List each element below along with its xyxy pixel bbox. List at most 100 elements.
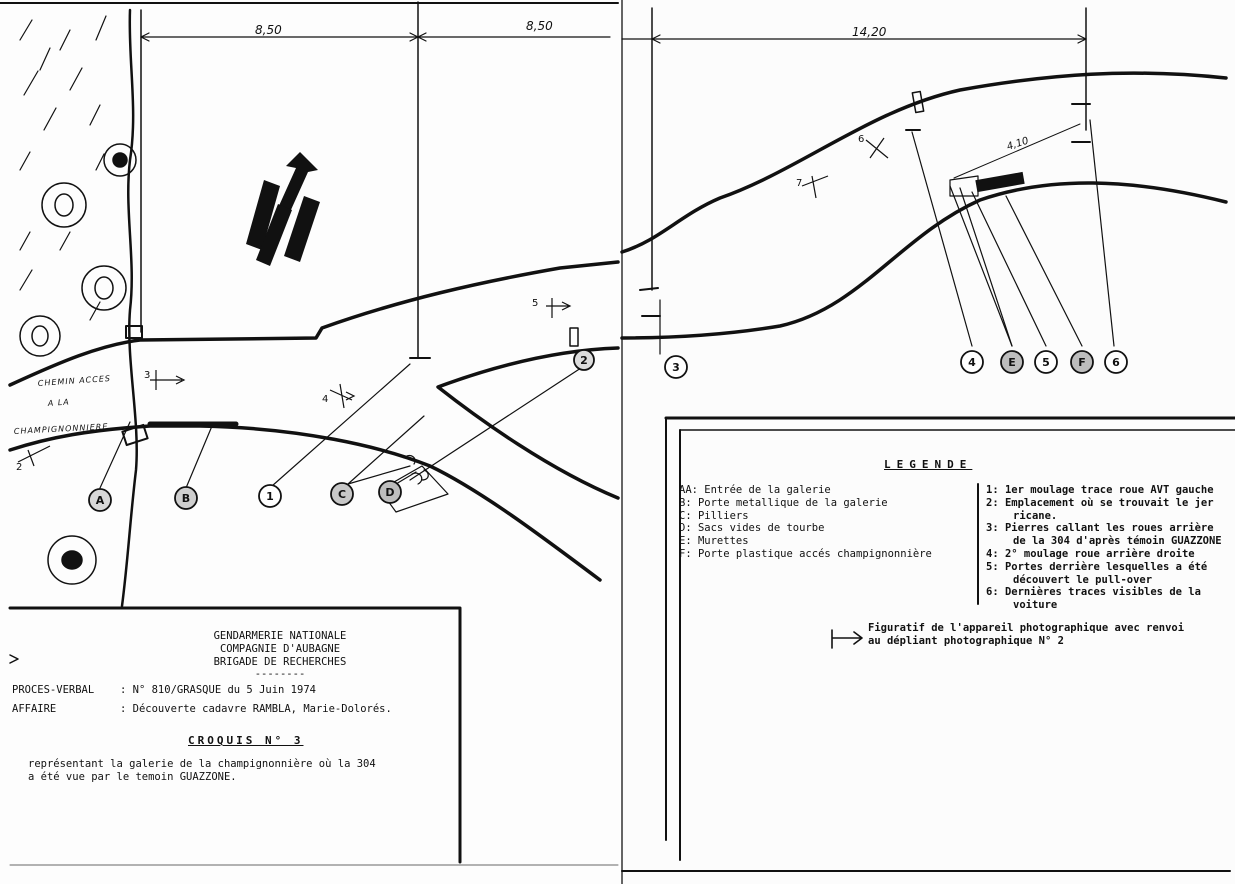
svg-text:7: 7 xyxy=(796,178,802,189)
camera-symbol-icon xyxy=(831,629,863,649)
title-block-frame xyxy=(8,606,462,864)
svg-text:6: 6 xyxy=(1112,356,1120,369)
title-header-3: BRIGADE DE RECHERCHES xyxy=(213,656,347,668)
legend-numbers: 1: 1er moulage trace roue AVT gauche 2: … xyxy=(986,484,1232,612)
gallery-wall-lower-right xyxy=(620,181,1228,340)
croquis-description: représentant la galerie de la champignon… xyxy=(28,758,376,783)
callout-C: C xyxy=(330,482,354,506)
affaire-value: : Découverte cadavre RAMBLA, Marie-Dolor… xyxy=(120,703,392,715)
affaire-label: AFFAIRE xyxy=(12,703,57,715)
svg-text:5: 5 xyxy=(1042,356,1050,369)
path-label-line3: CHAMPIGNONNIERE xyxy=(14,422,109,436)
title-header-1: GENDARMERIE NATIONALE xyxy=(213,630,347,642)
callout-3: 3 xyxy=(664,355,688,379)
entrance-marker xyxy=(121,423,149,447)
callout-leaders-right xyxy=(659,119,1115,355)
callout-B: B xyxy=(174,486,198,510)
croquis-title: CROQUIS N° 3 xyxy=(188,734,304,747)
legend-item-5-cont: découvert le pull-over xyxy=(1013,573,1153,586)
legend-item-6: 6: Dernières traces visibles de la xyxy=(986,586,1201,599)
vegetation-hatching xyxy=(19,15,107,321)
camera-note: Figuratif de l'appareil photographique a… xyxy=(868,622,1184,647)
dimension-small xyxy=(953,123,1081,179)
legend-item-6-cont: voiture xyxy=(1013,599,1058,612)
gallery-wall-upper-right xyxy=(620,71,1228,254)
svg-text:B: B xyxy=(182,492,190,505)
dimension-label-3: 14,20 xyxy=(852,25,887,39)
svg-text:A: A xyxy=(96,494,105,507)
wall-block-symbol xyxy=(975,171,1025,193)
svg-text:D: D xyxy=(385,486,394,499)
legend-item-c: C: Pilliers xyxy=(679,509,749,522)
path-label-line2: A LA xyxy=(47,397,71,408)
legend-item-a: AA: Entrée de la galerie xyxy=(679,484,831,496)
title-header-4: -------- xyxy=(254,668,306,680)
camera-marker-3: 2 xyxy=(16,445,51,473)
callout-D: D xyxy=(378,480,402,504)
callout-E: E xyxy=(1000,350,1024,374)
legend-item-2: 2: Emplacement où se trouvait le jer xyxy=(986,496,1214,509)
callout-leaders-left xyxy=(99,363,585,489)
affaire-row: AFFAIRE : Découverte cadavre RAMBLA, Mari… xyxy=(12,703,392,715)
pv-row: PROCES-VERBAL : N° 810/GRASQUE du 5 Juin … xyxy=(12,684,316,696)
path-label-line1: CHEMIN ACCES xyxy=(38,374,112,388)
legend-item-4: 4: 2° moulage roue arrière droite xyxy=(986,547,1195,560)
pv-value: : N° 810/GRASQUE du 5 Juin 1974 xyxy=(120,684,316,696)
svg-text:3: 3 xyxy=(144,370,150,381)
pv-label: PROCES-VERBAL xyxy=(12,684,95,696)
bush-symbols xyxy=(19,143,137,585)
legend-item-f: F: Porte plastique accés champignonnière xyxy=(679,547,932,560)
callout-5: 5 xyxy=(1034,350,1058,374)
svg-text:F: F xyxy=(1078,356,1086,369)
gallery-wall-lower-left xyxy=(8,424,602,582)
dimension-label-2: 8,50 xyxy=(526,19,553,33)
title-block: GENDARMERIE NATIONALE COMPAGNIE D'AUBAGN… xyxy=(10,612,460,862)
camera-marker-2: 3 xyxy=(144,370,186,390)
legend-item-d: D: Sacs vides de tourbe xyxy=(679,522,825,535)
svg-text:C: C xyxy=(338,488,346,501)
camera-note-line1: Figuratif de l'appareil photographique a… xyxy=(868,622,1185,634)
callout-1: 1 xyxy=(258,484,282,508)
legend-title: LEGENDE xyxy=(884,458,973,471)
svg-text:1: 1 xyxy=(266,490,274,503)
svg-text:4: 4 xyxy=(968,356,976,369)
camera-marker-6: 6 xyxy=(858,134,889,159)
legend-item-1: 1: 1er moulage trace roue AVT gauche xyxy=(986,484,1214,496)
svg-text:6: 6 xyxy=(858,134,864,145)
legend-letters: AA: Entrée de la galerie B: Porte metall… xyxy=(679,484,932,561)
terrain-boundary-line xyxy=(120,8,138,608)
legend-item-5: 5: Portes derrière lesquelles a été xyxy=(986,560,1208,573)
door-marker-right xyxy=(911,90,925,114)
callout-A: A xyxy=(88,488,112,512)
right-sheet xyxy=(622,0,1235,884)
callout-6: 6 xyxy=(1104,350,1128,374)
gallery-branch-wall xyxy=(436,346,620,500)
camera-note-line2: au dépliant photographique N° 2 xyxy=(868,634,1064,647)
legend-item-3-cont: de la 304 d'après témoin GUAZZONE xyxy=(1013,535,1222,548)
title-header-2: COMPAGNIE D'AUBAGNE xyxy=(219,643,341,655)
svg-text:E: E xyxy=(1008,356,1016,369)
gallery-wall-upper-left xyxy=(8,260,620,387)
svg-text:2: 2 xyxy=(580,354,588,367)
callout-4: 4 xyxy=(960,350,984,374)
entrance-marker-upper xyxy=(125,325,143,339)
north-arrow-icon xyxy=(246,152,320,266)
camera-marker-1: 4 xyxy=(322,383,356,409)
bags-zone-outline xyxy=(379,465,449,513)
pillar-marker xyxy=(569,327,579,347)
legend-item-b: B: Porte metallique de la galerie xyxy=(679,496,888,509)
dimension-label-1: 8,50 xyxy=(255,23,282,37)
legend-item-2-cont: ricane. xyxy=(1013,509,1058,522)
camera-marker-4: 5 xyxy=(532,298,572,318)
svg-text:4: 4 xyxy=(322,394,328,405)
svg-text:5: 5 xyxy=(532,298,538,309)
camera-marker-5: 7 xyxy=(796,175,829,199)
svg-text:2: 2 xyxy=(16,462,22,473)
callout-F: F xyxy=(1070,350,1094,374)
legend-item-e: E: Murettes xyxy=(679,535,749,548)
svg-text:3: 3 xyxy=(672,361,680,374)
legend-item-3: 3: Pierres callant les roues arrière xyxy=(986,522,1214,535)
callout-2: 2 xyxy=(573,349,595,371)
